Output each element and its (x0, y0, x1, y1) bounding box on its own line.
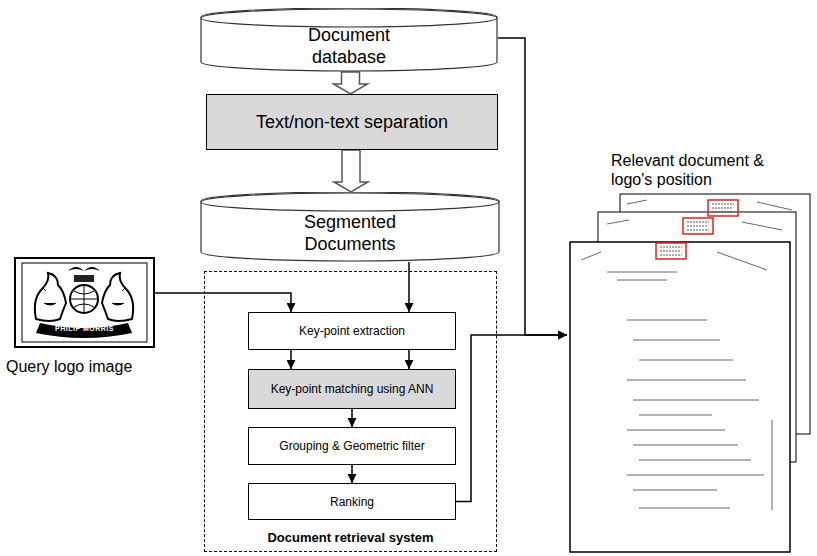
document-pages-illustration (567, 190, 817, 556)
flow-arrow (351, 409, 353, 427)
flow-arrow (155, 293, 291, 312)
flow-arrow (334, 72, 368, 94)
flow-arrow (498, 38, 567, 335)
node-label: Ranking (330, 495, 374, 509)
node-label: Document database (294, 24, 404, 69)
node-label: Key-point matching using ANN (271, 382, 434, 396)
node-label: Relevant document & logo's position (611, 151, 781, 189)
node-label: Key-point extraction (299, 324, 405, 338)
process-box: Text/non-text separation (206, 94, 498, 150)
logo-illustration (14, 257, 155, 348)
process-box: Grouping & Geometric filter (248, 427, 456, 465)
node-label: Text/non-text separation (256, 112, 448, 133)
node-label: Grouping & Geometric filter (279, 439, 424, 453)
database-cylinder: Segmented Documents (200, 192, 500, 262)
flow-arrow (334, 150, 368, 192)
flow-arrow (408, 262, 410, 312)
process-box: Key-point matching using ANN (248, 369, 456, 409)
node-label: Document retrieval system (267, 530, 433, 545)
query-image: Query logo image (14, 257, 155, 348)
flow-arrow (408, 350, 410, 369)
flow-arrow (290, 350, 292, 369)
flow-arrow (351, 465, 353, 483)
node-label: Segmented Documents (290, 211, 410, 256)
flow-arrow (456, 335, 567, 502)
database-cylinder: Document database (200, 8, 498, 72)
node-label: Query logo image (6, 358, 132, 376)
process-box: Ranking (248, 483, 456, 520)
process-box: Key-point extraction (248, 312, 456, 350)
result-documents: Relevant document & logo's position (567, 195, 810, 552)
system-boundary: Document retrieval system Key-point extra… (204, 271, 497, 552)
logo-banner-text: PHILIP MORRIS (14, 325, 155, 332)
